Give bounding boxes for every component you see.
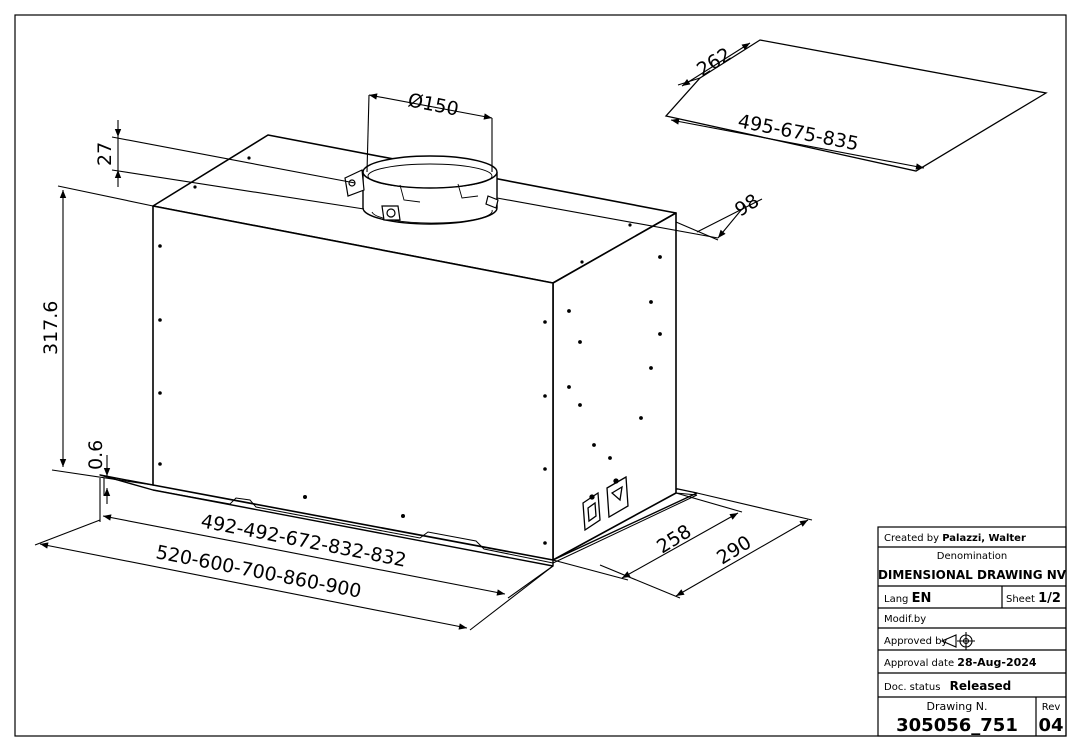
doc-status-label: Doc. status [884,682,940,693]
created-value: Palazzi, Walter [942,533,1026,544]
cutout-width-label: 495-675-835 [736,110,860,155]
approved-label: Approved by [884,636,947,647]
svg-text:Created by Palazzi, Walter: Created by Palazzi, Walter [884,533,1026,544]
denomination-label: Denomination [937,551,1007,562]
projection-symbol-icon [940,632,975,650]
lang-value: EN [912,591,932,606]
drawing-frame [14,14,1067,737]
cutout-dimension-lines [670,42,925,170]
title-block: Created by Palazzi, Walter Denomination … [877,526,1067,737]
sheet-value: 1/2 [1038,591,1061,606]
sheet-label: Sheet [1006,594,1035,605]
hood-body [152,134,677,561]
lang-label: Lang [884,594,908,605]
side-screw-holes [567,255,662,460]
side-connectors [582,475,629,532]
rev-value: 04 [1038,715,1063,736]
collar-height-label: 27 [94,142,116,166]
top-screw-holes [193,156,632,264]
doc-status-value: Released [950,679,1012,693]
dimension-lines [34,93,813,631]
svg-text:Approval date 28-Aug-2024: Approval date 28-Aug-2024 [884,656,1037,669]
drawing-number-label: Drawing N. [927,700,988,713]
denomination-value: DIMENSIONAL DRAWING NV [878,568,1067,582]
approval-date-label: Approval date [884,658,954,669]
drawing-number-value: 305056_751 [896,715,1018,736]
svg-text:Doc. status Released: Doc. status Released [884,679,1011,693]
body-depth-label: 258 [653,520,695,558]
duct-diameter-label: Ø150 [406,89,460,120]
svg-text:Sheet 1/2: Sheet 1/2 [1006,591,1061,606]
flange-depth-label: 290 [713,531,755,569]
approval-date-value: 28-Aug-2024 [957,656,1037,669]
flange-thickness-label: 0.6 [85,440,107,470]
rev-label: Rev [1042,702,1061,713]
modif-label: Modif.by [884,614,926,625]
cutout-plate [664,39,1048,172]
svg-text:Lang EN: Lang EN [884,591,931,606]
body-height-label: 317.6 [40,301,62,355]
created-label: Created by [884,533,939,544]
